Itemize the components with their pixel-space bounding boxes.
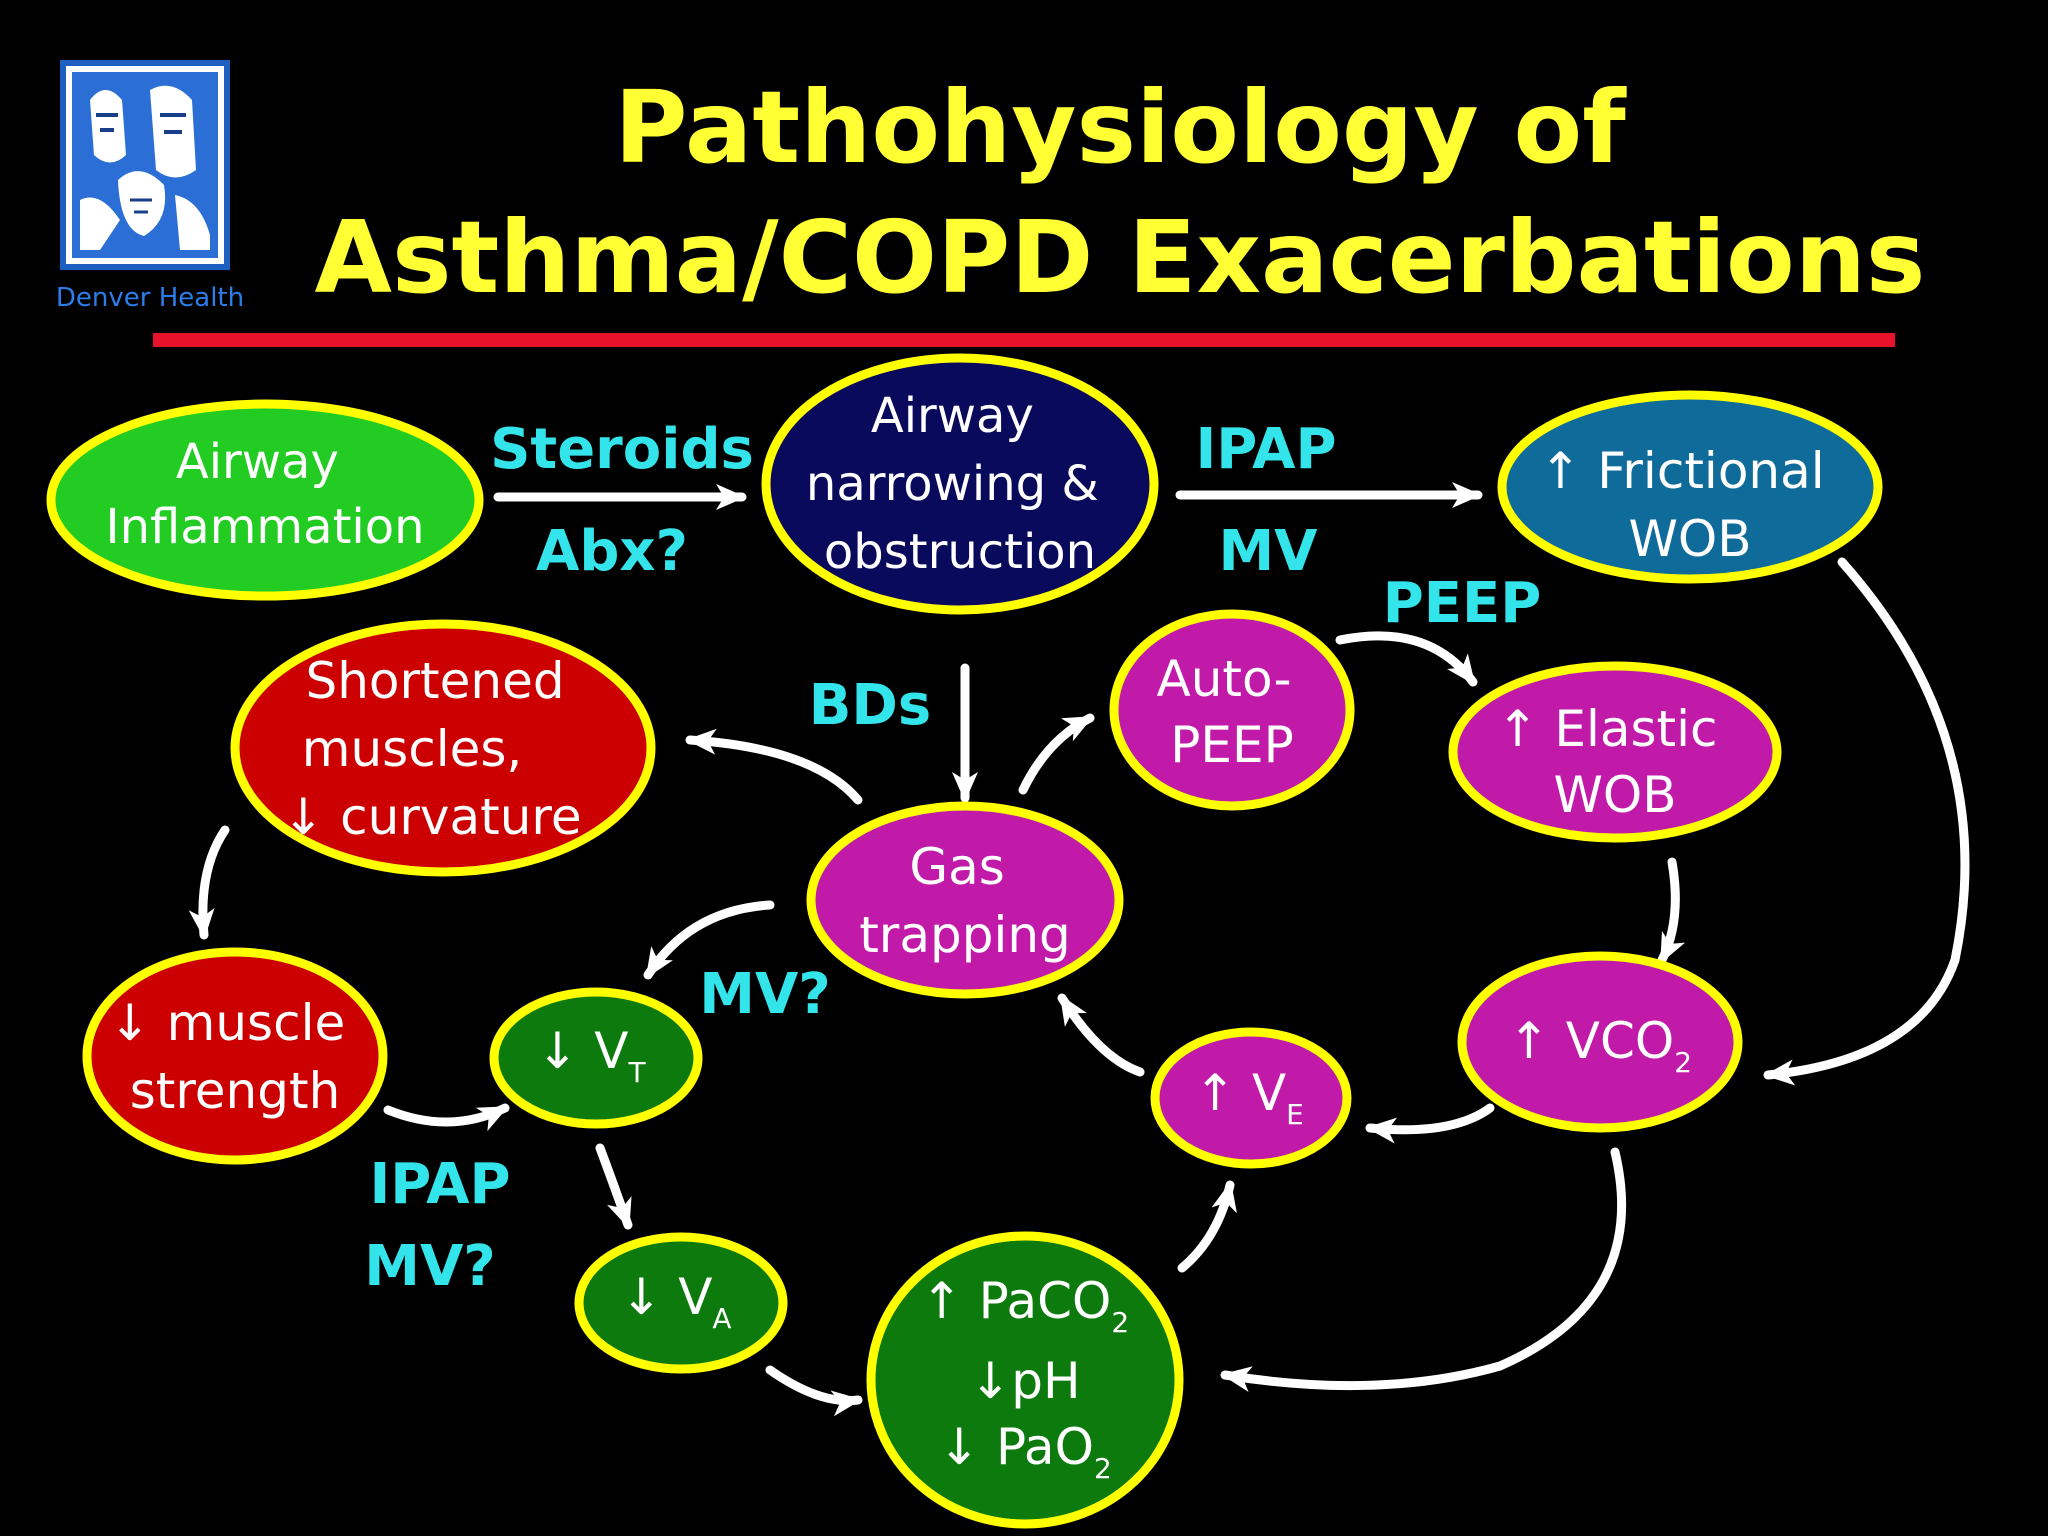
edge-label-bds: BDs [809,673,932,738]
node-label-line: ↑ Elastic [1497,700,1718,758]
node-label-line: Airway [871,388,1034,444]
node-vco2: ↑ VCO2 [1457,951,1743,1133]
arrow-ve-to-gas-trapping [1057,993,1145,1077]
node-label-line: trapping [859,906,1071,964]
edge-label-ipap-top: IPAP [1195,417,1336,482]
edge-label-mv-bottom: MV? [364,1234,496,1299]
arrow-va-to-blood-gas [765,1365,863,1417]
arrow-muscle-strength-to-vt [383,1103,510,1132]
arrow-vco2-to-ve [1365,1103,1495,1144]
slide-title-line-1: Pathohysiology of [614,69,1626,186]
svg-text:Shortened muscles,: Shortened muscles, ↓ curvature [282,652,581,846]
node-label-line: Shortened [305,652,564,710]
arrow-auto-peep-to-elastic-wob [1335,631,1478,687]
arrow-shortened-muscles-to-muscle-strength [188,825,230,940]
node-gas-trapping: Gas trapping [806,801,1124,999]
node-label-line: PEEP [1170,716,1294,774]
edge-labels: Steroids Abx? IPAP MV PEEP BDs MV? IPAP … [364,417,1541,1299]
node-auto-peep: Auto- PEEP [1109,609,1355,811]
node-airway-inflammation: Airway Inflammation [46,399,484,601]
node-symbol: V [678,1268,712,1326]
node-arrow: ↓ [938,1418,996,1476]
svg-text:↓ PaO2: ↓ PaO2 [938,1418,1112,1485]
node-label-line: Airway [176,434,339,490]
node-arrow: ↑ [921,1272,979,1330]
arrow-frictional-wob-to-vco2 [1763,557,1970,1086]
node-frictional-wob: ↑ Frictional WOB [1497,390,1883,584]
node-subscript: 2 [1111,1306,1129,1339]
svg-text:Airway Inflammation: Airway Inflammation [105,434,424,555]
arrow-elastic-wob-to-vco2 [1657,857,1686,965]
slide-title-line-2: Asthma/COPD Exacerbations [314,199,1926,316]
edge-label-mv-top: MV [1218,519,1318,584]
node-label-line: Auto- [1157,650,1292,708]
denver-health-logo [60,60,230,270]
node-label-line: obstruction [824,524,1096,580]
node-subscript: 2 [1094,1452,1112,1485]
title-underline-rule [153,333,1895,347]
node-label-line: ↓ curvature [282,788,581,846]
node-label-line: WOB [1553,766,1676,824]
edge-label-peep: PEEP [1383,571,1542,636]
node-subscript: 2 [1674,1046,1692,1079]
edge-label-abx: Abx? [536,519,688,584]
node-label-line: ↓ muscle [109,994,345,1052]
node-va: ↓ VA [574,1232,788,1374]
node-ph-line: ↓pH [969,1352,1080,1410]
node-elastic-wob: ↑ Elastic WOB [1448,661,1782,843]
node-arrow: ↓ [536,1022,594,1080]
arrows [188,482,1970,1417]
logo-caption: Denver Health [55,283,245,313]
arrow-gas-trapping-to-auto-peep [1018,713,1095,795]
edge-label-mv-question: MV? [699,962,831,1027]
svg-text:Auto- PEEP: Auto- PEEP [1157,650,1308,774]
node-label-line: muscles, [302,720,523,778]
node-symbol: PaO [996,1418,1094,1476]
node-arrow: ↑ [1194,1064,1252,1122]
arrow-blood-gas-to-ve [1177,1180,1237,1273]
node-symbol: VCO [1566,1012,1674,1070]
node-arrow: ↓ [620,1268,678,1326]
node-label-line: Gas [909,838,1004,896]
node-subscript: E [1286,1098,1304,1131]
svg-text:Airway narrowing &: Airway narrowing & obstruction [806,388,1114,580]
node-label-line: narrowing & [806,456,1099,512]
svg-text:↑ Frictional WOB: ↑ Frictional WOB [1539,442,1840,568]
node-label-line: Inflammation [105,499,424,555]
svg-text:↑ PaCO2: ↑ PaCO2 [921,1272,1129,1339]
svg-text:↑ VE: ↑ VE [1194,1064,1304,1131]
arrow-gas-trapping-to-vt [643,900,775,980]
node-symbol: V [1252,1064,1286,1122]
svg-text:↓ VT: ↓ VT [536,1022,646,1089]
node-label-line: ↑ Frictional [1539,442,1824,500]
node-symbol: PaCO [979,1272,1112,1330]
node-blood-gas: ↑ PaCO2 ↓pH ↓ PaO2 [866,1231,1184,1529]
arrow-gas-trapping-to-shortened-muscles [685,728,863,805]
edge-label-ipap-bottom: IPAP [369,1152,510,1217]
node-ve: ↑ VE [1150,1027,1352,1169]
svg-text:↑ Elastic WOB: ↑ Elastic WOB [1497,700,1734,824]
node-arrow: ↑ [1508,1012,1566,1070]
svg-text:Gas trapping: Gas trapping [859,838,1071,964]
arrow-vco2-to-blood-gas [1220,1147,1627,1392]
node-subscript: A [712,1302,731,1335]
node-muscle-strength: ↓ muscle strength [82,947,388,1165]
edge-label-steroids: Steroids [490,417,754,482]
node-label-line: WOB [1628,510,1751,568]
node-symbol: V [594,1022,628,1080]
node-airway-narrowing: Airway narrowing & obstruction [761,353,1159,615]
svg-text:↑ VCO2: ↑ VCO2 [1508,1012,1692,1079]
node-label-line: strength [130,1062,341,1120]
node-shortened-muscles: Shortened muscles, ↓ curvature [230,619,656,877]
svg-text:↓ muscle strength: ↓ muscle strength [109,994,361,1120]
node-subscript: T [627,1056,646,1089]
svg-text:↓ VA: ↓ VA [620,1268,731,1335]
node-vt: ↓ VT [489,987,703,1129]
arrow-vt-to-va [595,1143,633,1230]
